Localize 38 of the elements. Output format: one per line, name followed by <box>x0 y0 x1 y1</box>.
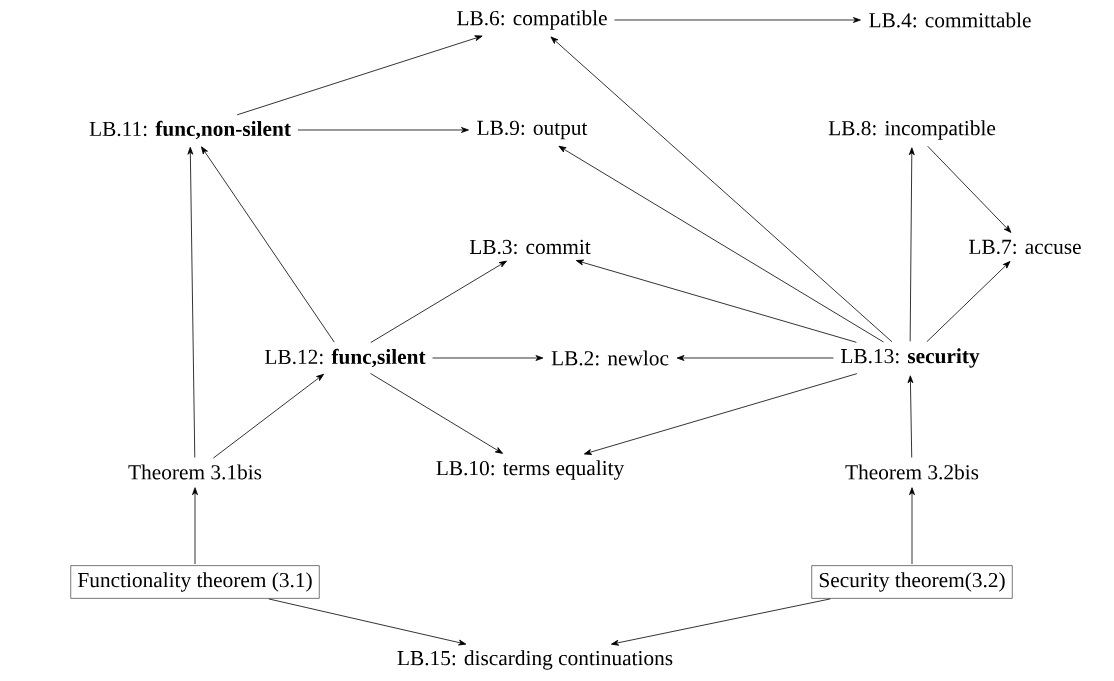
arrow <box>676 355 834 361</box>
arrow <box>370 373 503 454</box>
theorem-box: Functionality theorem (3.1) <box>70 565 320 599</box>
lemma-label: LB.13: security <box>841 348 980 368</box>
arrow <box>236 35 483 116</box>
arrow <box>907 375 914 458</box>
arrow <box>926 261 1011 343</box>
lemma-label: LB.15: discarding continuations <box>397 650 673 670</box>
arrow <box>908 147 915 342</box>
lemma-label: LB.12: func,silent <box>265 348 426 368</box>
arrow <box>909 487 915 565</box>
arrow <box>297 127 469 133</box>
arrow <box>614 17 861 23</box>
arrow <box>550 36 893 343</box>
lemma-label: Theorem 3.1bis <box>128 464 262 480</box>
arrow <box>558 145 884 343</box>
arrow <box>187 146 196 458</box>
arrow <box>927 145 1012 233</box>
lemma-label: LB.9: output <box>477 120 588 140</box>
arrow <box>212 373 324 459</box>
lemma-label: LB.4: committable <box>869 12 1031 28</box>
arrow <box>201 146 335 343</box>
lemma-label: Theorem 3.2bis <box>845 464 979 480</box>
arrow <box>370 260 507 343</box>
lemma-label: LB.11: func,non-silent <box>89 120 291 140</box>
lemma-label: LB.2: newloc <box>551 350 669 366</box>
theorem-box: Security theorem(3.2) <box>811 565 1013 599</box>
arrow <box>611 598 831 646</box>
arrow <box>268 598 467 646</box>
lemma-label: LB.8: incompatible <box>828 120 996 140</box>
lemma-label: LB.6: compatible <box>457 10 607 30</box>
arrow <box>432 355 544 361</box>
lemma-label: LB.10: terms equality <box>436 460 625 480</box>
lemma-label: LB.3: commit <box>469 239 591 255</box>
arrow <box>575 259 857 343</box>
arrow <box>192 487 198 565</box>
lemma-label: LB.7: accuse <box>969 239 1081 255</box>
arrow <box>583 373 858 455</box>
